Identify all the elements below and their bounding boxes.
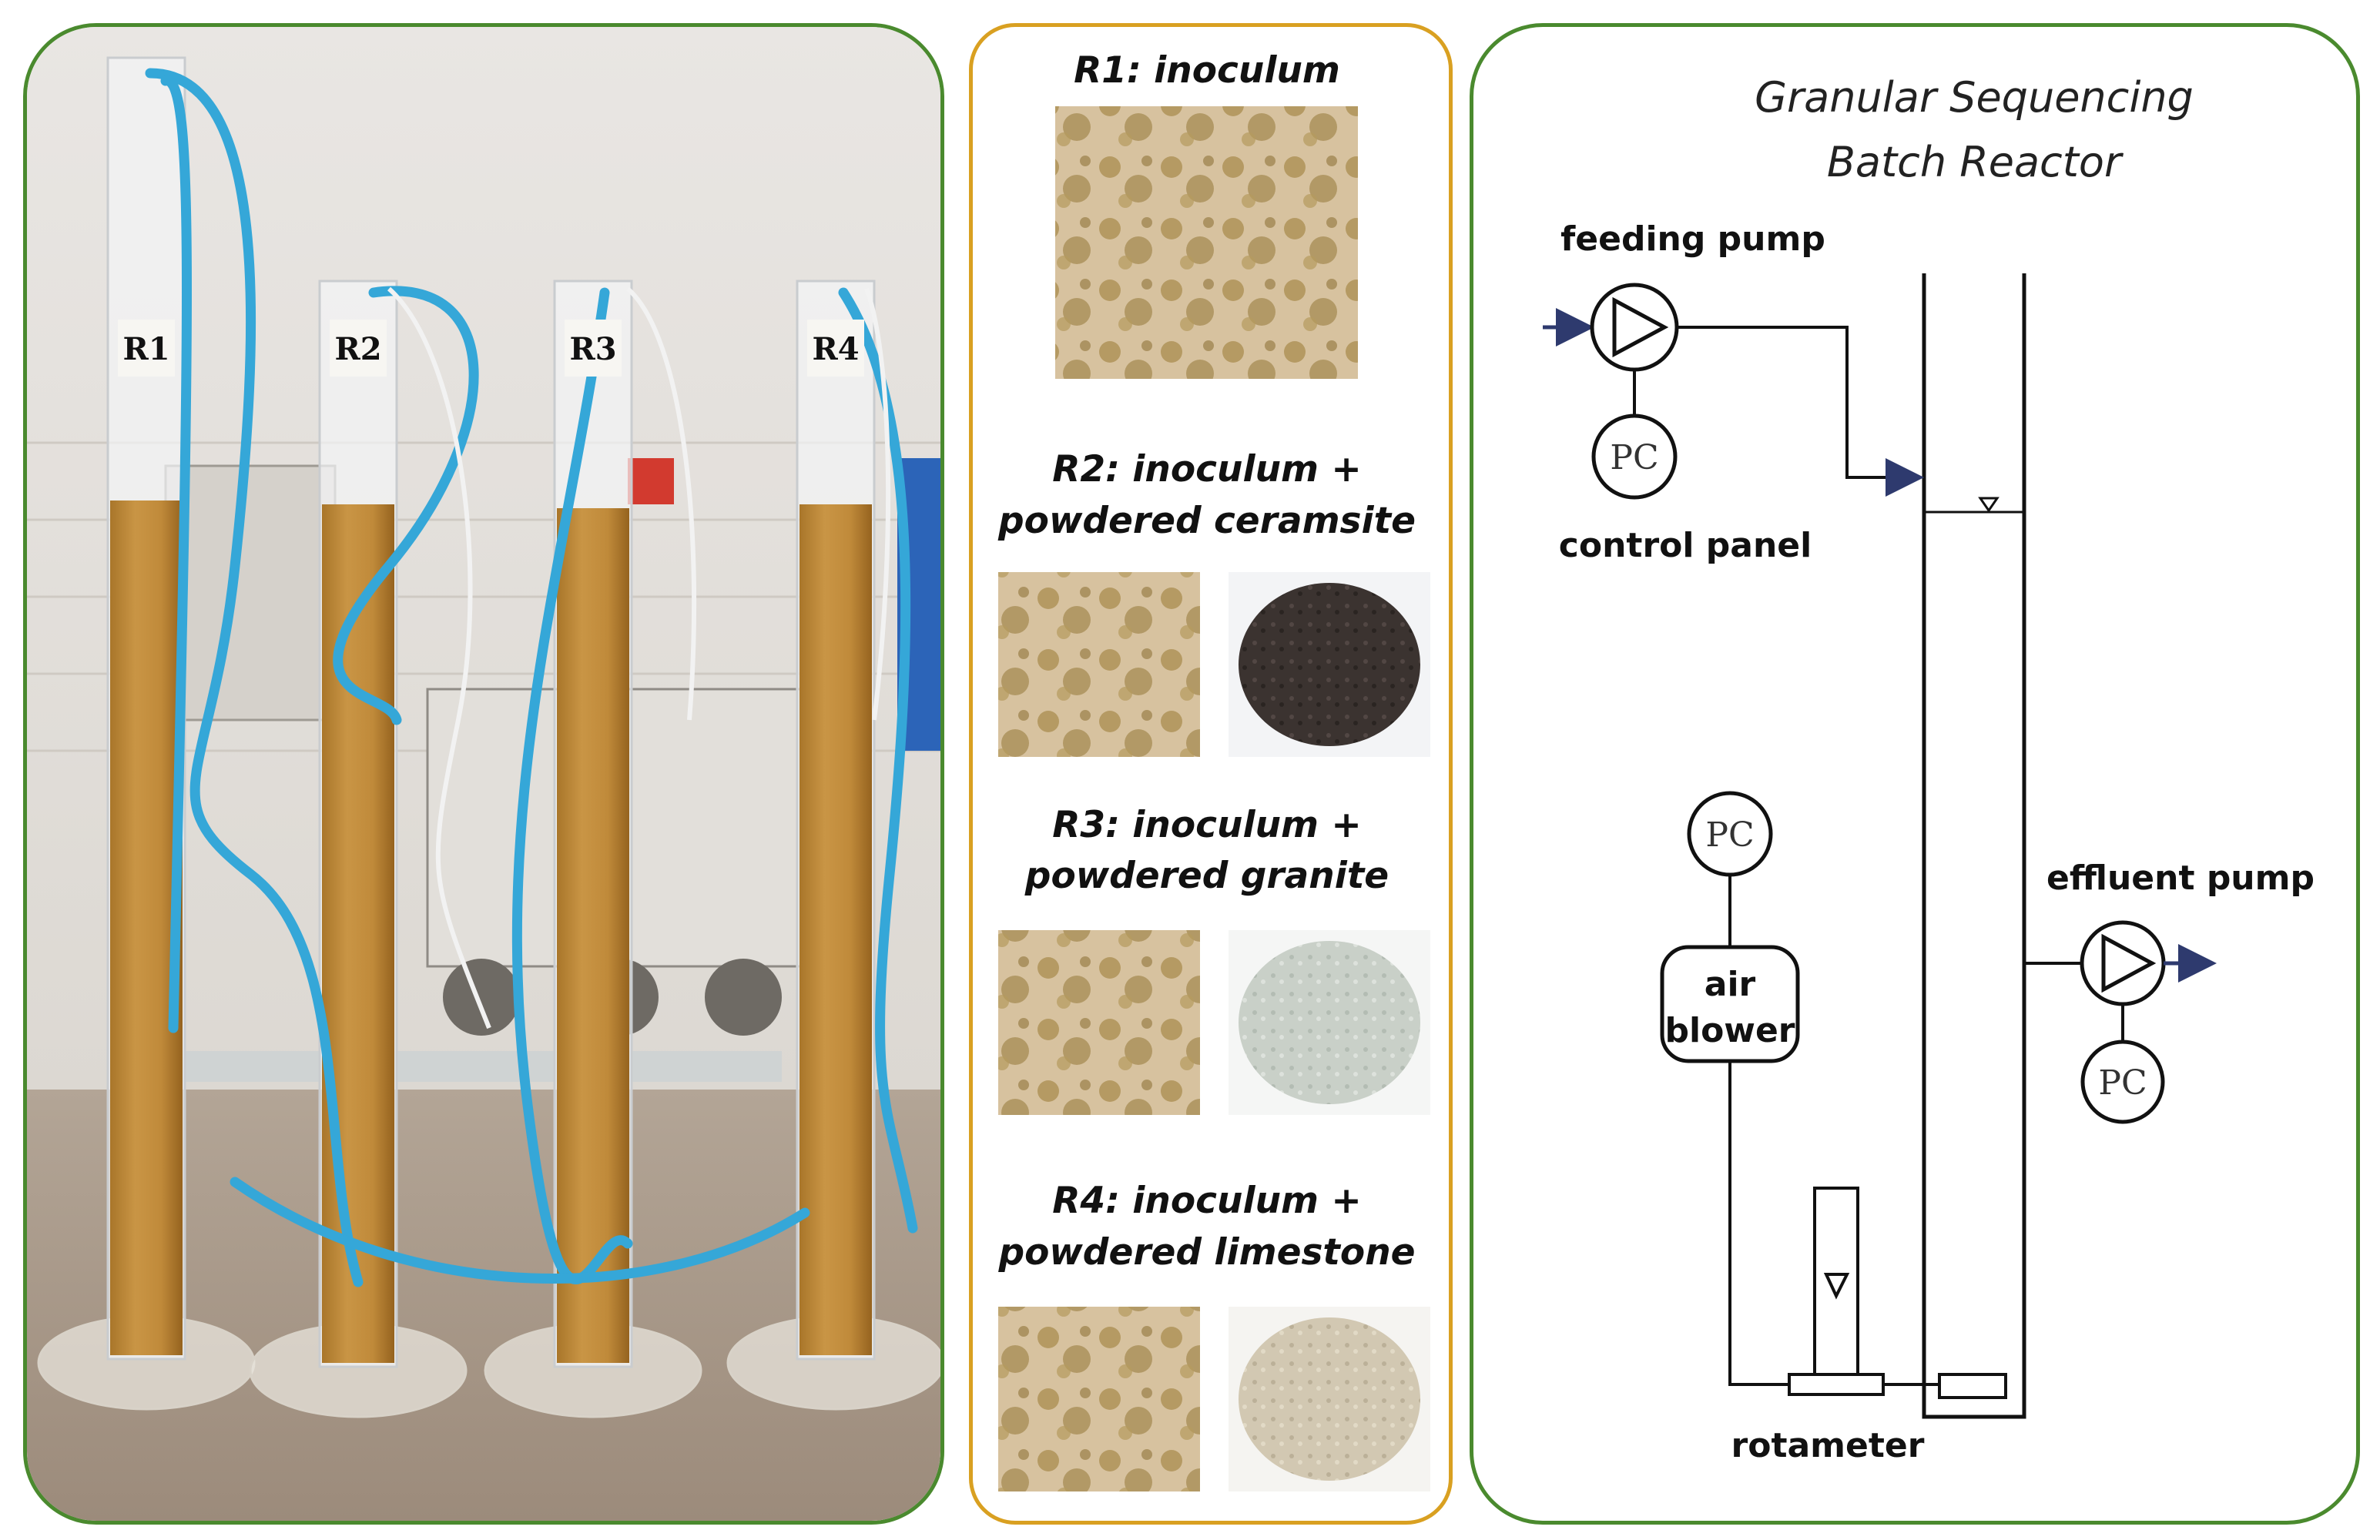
- reactor-column: [1922, 273, 2026, 1419]
- air-blower-label-line2: blower: [1665, 1011, 1795, 1050]
- gsbr-schematic: Granular Sequencing Batch Reactor feedin…: [1543, 73, 2315, 1465]
- rotameter-icon: [1788, 1187, 1885, 1396]
- caption-r1: R1: inoculum: [1074, 49, 1340, 92]
- feeding-pump-label: feeding pump: [1560, 219, 1825, 259]
- inoculum-image-r2: [998, 572, 1200, 757]
- air-diffuser: [1938, 1373, 2007, 1399]
- samples-panel: R1: inoculum R2: inoculum + powdered cer…: [969, 23, 1453, 1525]
- reactor-label-r2: R2: [334, 331, 381, 367]
- control-panel-label: control panel: [1559, 526, 1812, 565]
- air-line: [1728, 1061, 1789, 1386]
- schematic-panel: Granular Sequencing Batch Reactor feedin…: [1470, 23, 2360, 1525]
- limestone-powder-image: [1239, 1317, 1420, 1481]
- caption-r4-line1: R4: inoculum +: [1052, 1180, 1362, 1222]
- feeding-pump-pc-label: PC: [1610, 438, 1658, 477]
- reactor-label-r4: R4: [812, 331, 859, 367]
- feeding-pump-pc-icon: [1591, 413, 1678, 500]
- effluent-pump-icon: [2080, 920, 2166, 1006]
- inoculum-image-r1: [1055, 106, 1358, 379]
- ceramsite-powder-image: [1239, 583, 1420, 746]
- samples-figure: R1: inoculum R2: inoculum + powdered cer…: [997, 49, 1430, 1491]
- effluent-pump-pc-label: PC: [2098, 1063, 2147, 1103]
- reactor-photo: R1 R2 R3 R4: [27, 27, 940, 1521]
- schematic-title-line2: Batch Reactor: [1827, 138, 2124, 186]
- effluent-pump-label: effluent pump: [2046, 859, 2315, 898]
- inoculum-image-r4: [998, 1307, 1200, 1491]
- air-blower-label-line1: air: [1705, 965, 1756, 1004]
- caption-r2-line2: powdered ceramsite: [997, 500, 1416, 542]
- reactor-label-r1: R1: [122, 331, 169, 367]
- air-blower-pc-label: PC: [1705, 815, 1754, 855]
- schematic-title-line1: Granular Sequencing: [1755, 73, 2194, 122]
- feed-line: [1677, 326, 1901, 479]
- rotameter-label: rotameter: [1731, 1426, 1925, 1465]
- caption-r3-line1: R3: inoculum +: [1052, 804, 1362, 846]
- caption-r2-line1: R2: inoculum +: [1052, 448, 1362, 490]
- reactor-label-r3: R3: [569, 331, 616, 367]
- caption-r3-line2: powdered granite: [1024, 855, 1389, 897]
- inoculum-image-r3: [998, 930, 1200, 1115]
- reactor-photo-panel: R1 R2 R3 R4: [23, 23, 944, 1525]
- caption-r4-line2: powdered limestone: [997, 1231, 1415, 1274]
- granite-powder-image: [1239, 941, 1420, 1104]
- feeding-pump-icon: [1590, 283, 1679, 372]
- effluent-pump-pc-icon: [2080, 1040, 2165, 1124]
